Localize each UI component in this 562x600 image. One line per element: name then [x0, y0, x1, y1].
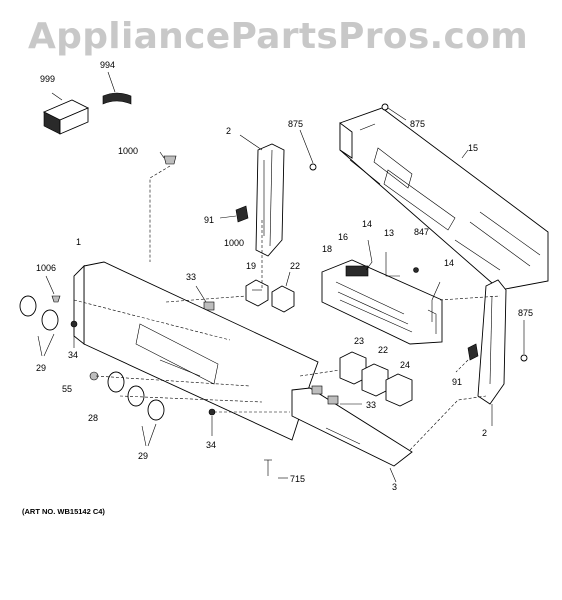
callout-1000b: 1000: [224, 238, 244, 248]
callout-2a: 2: [226, 126, 231, 136]
part-29-knobs-top: [19, 295, 59, 357]
part-91-clip-left: [219, 205, 249, 223]
callout-19: 19: [246, 261, 256, 271]
callout-875b: 875: [410, 119, 425, 129]
part-875-screw-right: [520, 320, 528, 362]
part-34-clip-a: [70, 320, 78, 348]
callout-91a: 91: [204, 215, 214, 225]
callout-715: 715: [290, 474, 305, 484]
callout-91b: 91: [452, 377, 462, 387]
part-15-back-panel: [339, 107, 549, 291]
callout-1006: 1006: [36, 263, 56, 273]
watermark-text: AppliancePartsPros.com: [28, 16, 528, 57]
callout-875a: 875: [288, 119, 303, 129]
callout-999: 999: [40, 74, 55, 84]
part-29-knobs-bottom: [127, 385, 165, 447]
part-33-clips-b: [311, 385, 362, 405]
part-24-switch: [385, 373, 413, 407]
part-875-screw-top: [381, 103, 407, 121]
callout-34a: 34: [68, 350, 78, 360]
callout-23: 23: [354, 336, 364, 346]
part-14-13-wires: [365, 239, 441, 322]
callout-1000a: 1000: [118, 146, 138, 156]
assembly-guide-lines: [73, 220, 501, 451]
callout-875c: 875: [518, 308, 533, 318]
callout-34b: 34: [206, 440, 216, 450]
callout-1: 1: [76, 237, 81, 247]
callout-13: 13: [384, 228, 394, 238]
callout-22b: 22: [378, 345, 388, 355]
callout-29b: 29: [138, 451, 148, 461]
part-28-knob: [107, 371, 125, 393]
part-91-clip-right: [467, 343, 479, 361]
callout-28: 28: [88, 413, 98, 423]
callout-994: 994: [100, 60, 115, 70]
part-3-trim-bar: [291, 387, 413, 483]
callout-29a: 29: [36, 363, 46, 373]
part-22-switch-b: [361, 363, 389, 397]
callout-22a: 22: [290, 261, 300, 271]
callout-15: 15: [468, 143, 478, 153]
callout-16: 16: [338, 232, 348, 242]
part-999-box: [42, 92, 90, 135]
part-715-screw: [264, 459, 272, 476]
part-1006-screw: [45, 275, 61, 303]
part-2-end-bracket-left: [239, 134, 285, 257]
callout-2b: 2: [482, 428, 487, 438]
part-22-switch-a: [271, 271, 295, 313]
callout-3: 3: [392, 482, 397, 492]
callout-33b: 33: [366, 400, 376, 410]
art-number-label: (ART NO. WB15142 C4): [22, 507, 105, 516]
part-34-clip-b: [208, 408, 216, 436]
callout-24: 24: [400, 360, 410, 370]
part-18-control-board: [321, 259, 443, 345]
part-1000-screw: [149, 151, 177, 262]
part-2-end-bracket-right: [477, 279, 507, 426]
part-994-clip: [102, 71, 132, 105]
callout-847: 847: [414, 227, 429, 237]
callout-14b: 14: [444, 258, 454, 268]
callout-14a: 14: [362, 219, 372, 229]
part-875-screw-mid: [299, 129, 317, 171]
part-19-switch: [245, 279, 269, 307]
part-33-clip-a: [195, 285, 215, 311]
callout-33a: 33: [186, 272, 196, 282]
callout-55: 55: [62, 384, 72, 394]
callout-18: 18: [322, 244, 332, 254]
